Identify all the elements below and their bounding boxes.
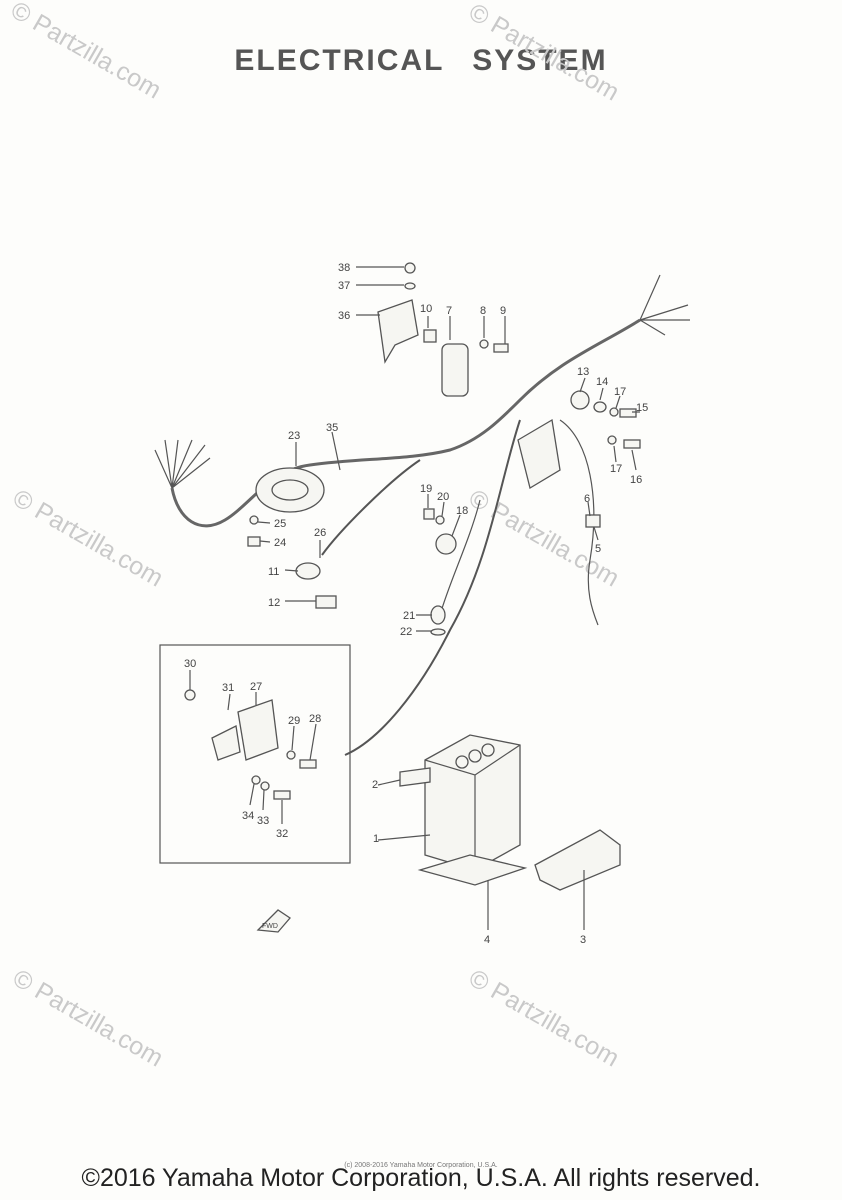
callout-labels: 1 2 3 4 5 6 7 8 9 10 11 12 13 14 15 16 1… [184,262,648,946]
callout-11: 11 [268,566,279,578]
battery-terminal [468,749,482,763]
callout-14: 14 [596,376,608,388]
callout-26: 26 [314,527,326,539]
bracket-31 [211,725,241,761]
inset-box [159,644,351,864]
nut-38 [404,262,416,274]
strap-2 [399,767,431,787]
callout-13: 13 [577,366,589,378]
battery-terminal [481,743,495,757]
callout-24: 24 [274,537,286,549]
callout-31: 31 [222,682,234,694]
clamp-5 [585,514,601,528]
nut-30 [184,689,196,701]
battery-lead-wire [344,419,521,756]
callout-19: 19 [420,483,432,495]
band-3 [534,829,621,891]
fwd-arrow-icon [256,909,291,933]
callout-4: 4 [484,934,490,946]
callout-36: 36 [338,310,350,322]
harness-leads [154,439,211,489]
cap-10 [423,329,437,343]
callout-23: 23 [288,430,300,442]
bolt-15 [619,408,637,418]
bolt-24 [247,536,261,547]
callout-38: 38 [338,262,350,274]
callout-25: 25 [274,518,286,530]
washer-33 [260,781,270,791]
switch-12 [315,595,337,609]
bolt-32 [273,790,291,800]
callout-7: 7 [446,305,452,317]
bolt-28 [299,759,317,769]
callout-35: 35 [326,422,338,434]
callout-18: 18 [456,505,468,517]
callout-27: 27 [250,681,262,693]
tray-4 [417,854,528,886]
harness-leads [639,274,690,336]
plate-27 [237,699,279,761]
relay-wire [439,499,481,616]
callout-10: 10 [420,303,432,315]
horn-23-center [271,479,309,501]
callout-29: 29 [288,715,300,727]
callout-37: 37 [338,280,350,292]
leader-lines [189,266,640,930]
callout-20: 20 [437,491,449,503]
wire-harness [170,318,641,528]
callout-32: 32 [276,828,288,840]
washer-8 [479,339,489,349]
callout-17b: 17 [610,463,622,475]
callout-1: 1 [373,833,379,845]
callout-15: 15 [636,402,648,414]
battery-edges [424,744,521,870]
footer-small: (c) 2008-2016 Yamaha Motor Corporation, … [344,1162,498,1169]
callout-28: 28 [309,713,321,725]
regulator-plate [517,418,561,490]
battery-1 [424,734,521,871]
diagram-title: ELECTRICAL SYSTEM [234,44,608,77]
bolt-16 [623,439,641,449]
sensor-wire [321,459,421,556]
relay-18 [435,533,457,555]
callout-16: 16 [630,474,642,486]
washer-34 [251,775,261,785]
switch-11 [295,562,321,580]
callout-33: 33 [257,815,269,827]
washer-29 [286,750,296,760]
callout-21: 21 [403,610,415,622]
condenser-7 [441,343,469,397]
callout-6: 6 [584,493,590,505]
callout-2: 2 [372,779,378,791]
callout-8: 8 [480,305,486,317]
callout-9: 9 [500,305,506,317]
callout-3: 3 [580,934,586,946]
washer-14 [593,401,607,413]
callout-5: 5 [595,543,601,555]
washer-25 [249,515,259,525]
callout-30: 30 [184,658,196,670]
washer-20 [435,515,445,525]
washer-17b [607,435,617,445]
washer-17 [609,407,619,417]
copyright-footer: ©2016 Yamaha Motor Corporation, U.S.A. A… [81,1164,761,1192]
ground-wire [559,419,599,626]
callout-34: 34 [242,810,254,822]
screw-9 [493,343,509,353]
callout-22: 22 [400,626,412,638]
callout-12: 12 [268,597,280,609]
rectifier-13 [570,390,590,410]
bracket-36 [377,299,419,364]
washer-37 [404,282,416,290]
terminal-21 [430,605,446,625]
fwd-label: FWD [262,923,278,930]
battery-terminal [455,755,469,769]
bolt-19 [423,508,435,520]
washer-22 [430,628,446,636]
callout-17: 17 [614,386,626,398]
